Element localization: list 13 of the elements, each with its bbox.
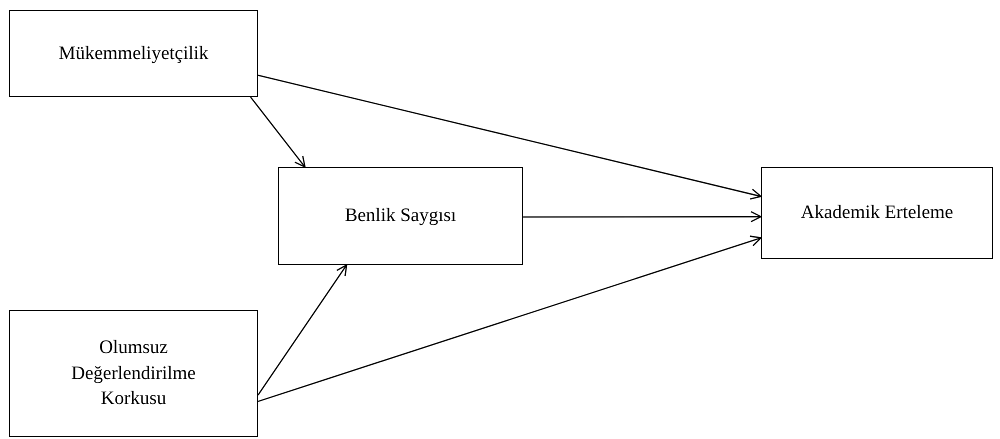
variable-label: Benlik Saygısı [344,204,456,228]
variable-label: Mükemmeliyetçilik [58,42,208,66]
variable-box [9,310,258,437]
arrow [250,96,306,168]
variable-label: Olumsuz Değerlendirilme Korkusu [70,336,197,412]
variable-box [9,10,258,97]
arrow [257,264,348,396]
arrow [258,236,762,402]
arrow [523,211,762,222]
variable-box [761,167,993,259]
variable-box [278,167,523,265]
variable-label: Akademik Erteleme [800,201,954,226]
arrow [258,74,762,200]
